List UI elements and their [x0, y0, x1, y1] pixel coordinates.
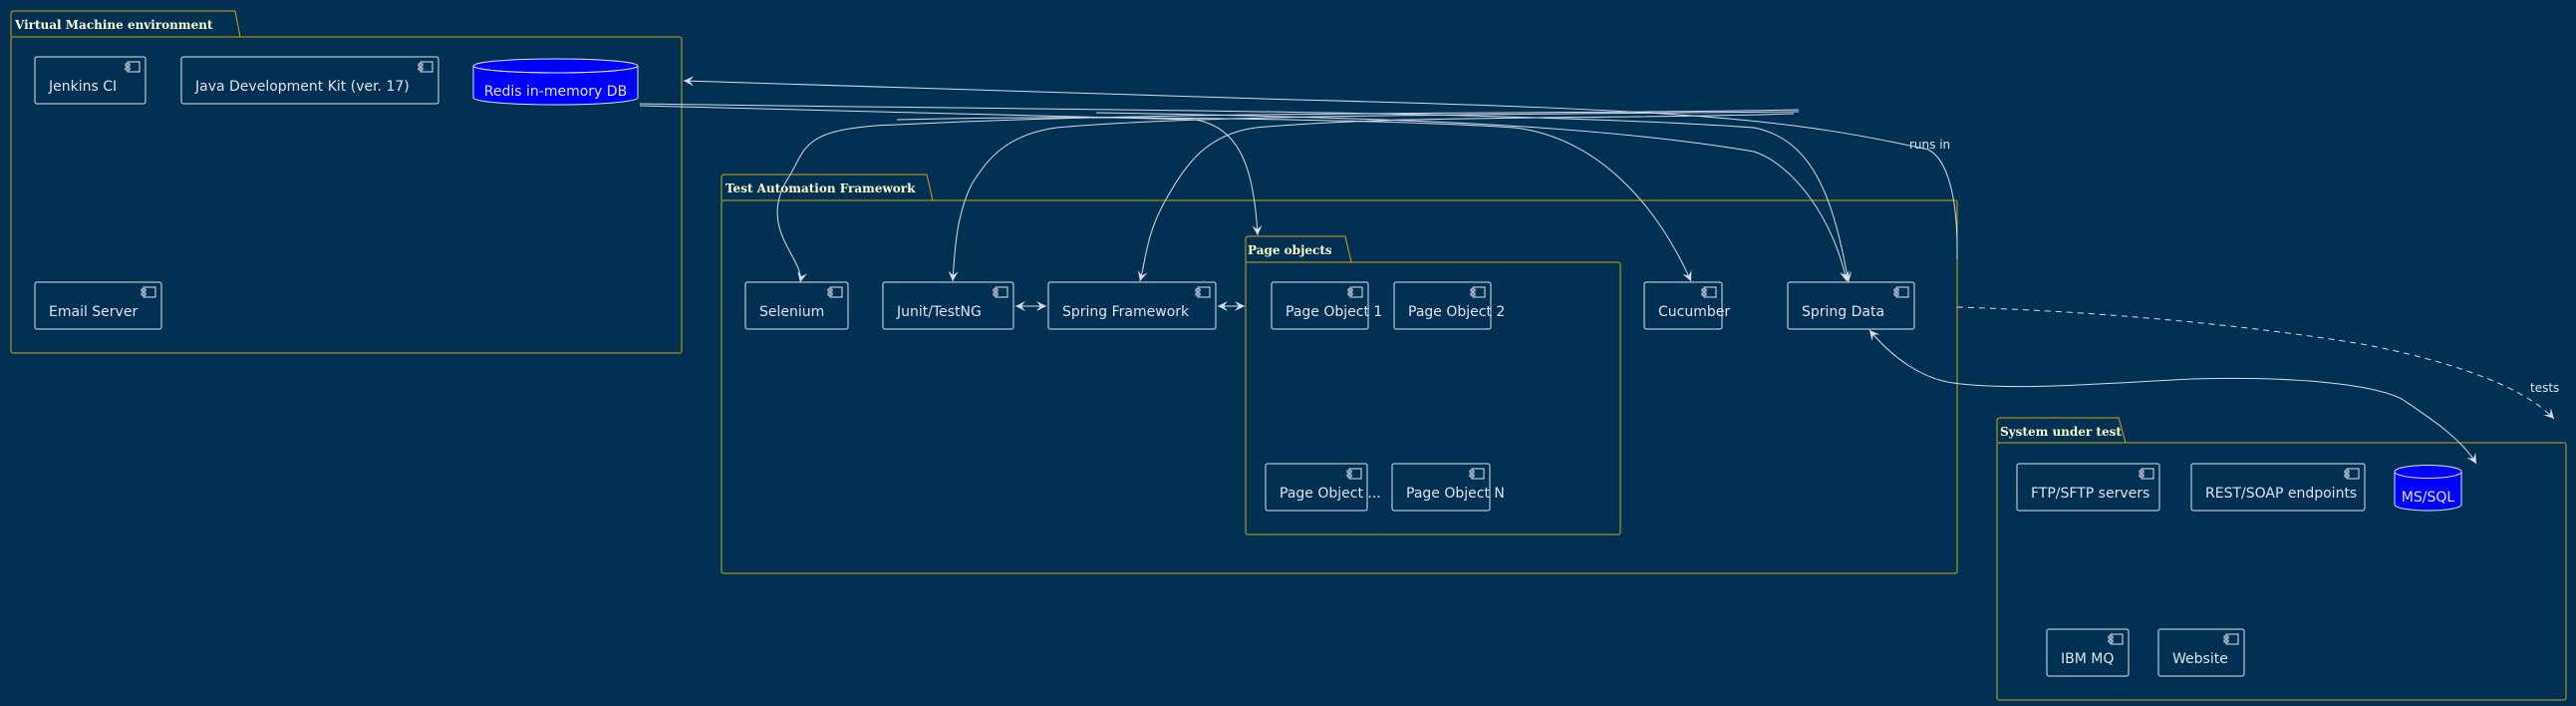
edge-runs-in: [683, 76, 1958, 259]
component-ftp-sftp[interactable]: FTP/SFTP servers: [2016, 463, 2160, 512]
component-icon: [827, 286, 843, 298]
component-selenium-label: Selenium: [759, 304, 824, 320]
component-spring-framework-label: Spring Framework: [1062, 304, 1190, 320]
component-icon: [141, 286, 156, 298]
component-icon: [1701, 286, 1717, 298]
component-icon: [993, 286, 1008, 298]
component-icon: [1469, 468, 1485, 480]
component-ibm-mq-label: IBM MQ: [2061, 651, 2114, 667]
package-taf-label: Test Automation Framework: [725, 181, 916, 195]
package-page-objects-label: Page objects: [1248, 243, 1332, 257]
component-page-object-n-label: Page Object N: [1406, 486, 1505, 502]
component-icon: [1347, 286, 1363, 298]
edge-to-spring: [1137, 113, 1795, 282]
edge-to-cucumber: [896, 117, 1692, 282]
component-rest-soap-label: REST/SOAP endpoints: [2205, 486, 2357, 502]
component-junit[interactable]: Junit/TestNG: [882, 281, 1014, 330]
edge-to-junit: [948, 111, 1800, 282]
component-jenkins[interactable]: Jenkins CI: [34, 56, 146, 105]
package-sut-label: System under test: [2000, 425, 2122, 439]
package-vm[interactable]: Virtual Machine environment: [10, 10, 683, 354]
component-selenium[interactable]: Selenium: [744, 281, 849, 330]
database-redis[interactable]: Redis in-memory DB: [472, 58, 639, 106]
component-page-object-dots-label: Page Object ...: [1280, 486, 1381, 502]
component-cucumber-label: Cucumber: [1658, 304, 1730, 320]
package-page-objects[interactable]: Page objects: [1245, 235, 1621, 535]
component-icon: [1470, 286, 1486, 298]
component-page-object-1[interactable]: Page Object 1: [1271, 281, 1382, 330]
edge-to-springdata: [1095, 112, 1850, 282]
component-cucumber[interactable]: Cucumber: [1643, 281, 1730, 330]
component-icon: [1195, 286, 1211, 298]
component-page-object-dots[interactable]: Page Object ...: [1265, 463, 1381, 512]
component-icon: [125, 61, 141, 73]
database-mssql[interactable]: MS/SQL: [2394, 465, 2462, 512]
component-spring-framework[interactable]: Spring Framework: [1047, 281, 1217, 330]
edge-mssql-springdata: [1868, 329, 2477, 465]
edge-to-page-objects: [639, 105, 1263, 236]
component-spring-data-label: Spring Data: [1802, 304, 1884, 320]
component-rest-soap[interactable]: REST/SOAP endpoints: [2190, 463, 2366, 512]
component-email-label: Email Server: [49, 304, 138, 320]
edge-label-tests: tests: [2530, 381, 2559, 395]
component-page-object-1-label: Page Object 1: [1286, 304, 1382, 320]
component-page-object-2[interactable]: Page Object 2: [1393, 281, 1505, 330]
edge-to-selenium: [776, 109, 1800, 283]
package-vm-label: Virtual Machine environment: [14, 18, 213, 32]
edge-springdata-redis: [639, 103, 1853, 283]
component-icon: [2344, 468, 2360, 480]
component-email[interactable]: Email Server: [34, 281, 162, 330]
component-website[interactable]: Website: [2157, 628, 2245, 677]
component-spring-data[interactable]: Spring Data: [1787, 281, 1915, 330]
component-icon: [1893, 286, 1909, 298]
component-website-label: Website: [2172, 651, 2228, 667]
database-redis-label: Redis in-memory DB: [484, 84, 627, 100]
component-jdk[interactable]: Java Development Kit (ver. 17): [180, 56, 439, 105]
component-junit-label: Junit/TestNG: [896, 304, 982, 320]
edge-label-runs-in: runs in: [1909, 138, 1950, 152]
package-taf[interactable]: Test Automation Framework: [720, 174, 1958, 574]
component-icon: [2223, 633, 2239, 645]
component-ibm-mq[interactable]: IBM MQ: [2046, 628, 2130, 677]
database-mssql-label: MS/SQL: [2402, 490, 2455, 506]
edge-tests: [1956, 306, 2555, 420]
component-icon: [2108, 633, 2124, 645]
component-icon: [1346, 468, 1362, 480]
component-page-object-2-label: Page Object 2: [1408, 304, 1505, 320]
component-page-object-n[interactable]: Page Object N: [1391, 463, 1505, 512]
component-jdk-label: Java Development Kit (ver. 17): [194, 79, 410, 95]
component-ftp-sftp-label: FTP/SFTP servers: [2031, 486, 2149, 502]
component-jenkins-label: Jenkins CI: [48, 79, 117, 95]
component-icon: [418, 61, 433, 73]
component-icon: [2139, 468, 2154, 480]
